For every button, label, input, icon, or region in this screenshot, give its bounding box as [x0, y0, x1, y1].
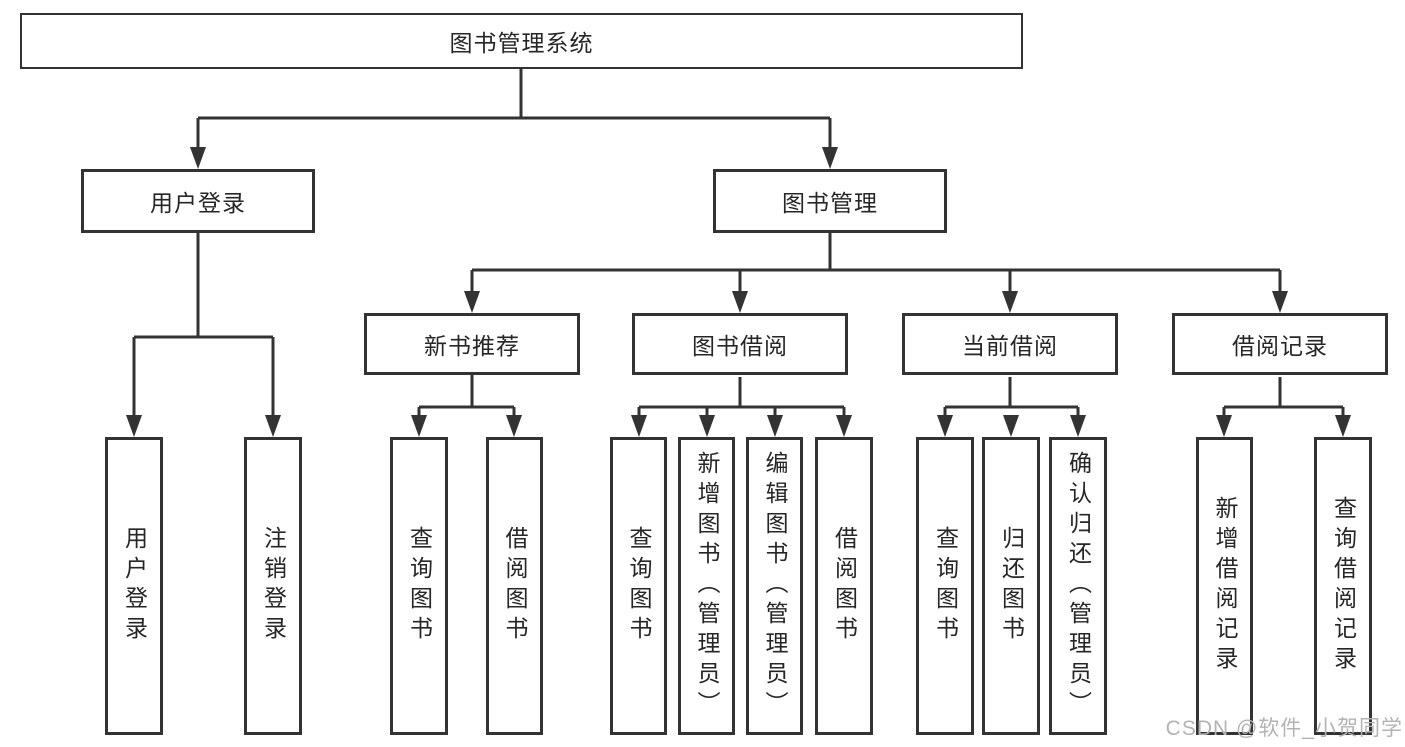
node-label: 注销登录 — [260, 526, 287, 646]
node-label: 图书管理 — [782, 190, 878, 216]
leaf-query-books-borrow: 查询图书 — [610, 437, 667, 735]
node-book-management: 图书管理 — [713, 169, 947, 233]
node-label: 用户登录 — [150, 190, 246, 216]
leaf-borrow-books-recommend: 借阅图书 — [486, 437, 543, 735]
node-label: 编辑图书（管理员） — [762, 451, 788, 721]
node-new-book-recommend: 新书推荐 — [364, 313, 580, 375]
node-label: 新书推荐 — [424, 333, 520, 359]
node-label: 查询图书 — [626, 526, 652, 646]
leaf-query-books-recommend: 查询图书 — [390, 437, 448, 735]
node-book-borrow: 图书借阅 — [632, 313, 848, 375]
node-label: 用户登录 — [121, 526, 148, 646]
leaf-confirm-return-admin: 确认归还（管理员） — [1049, 437, 1107, 735]
node-label: 借阅记录 — [1232, 333, 1328, 359]
node-library-management-system: 图书管理系统 — [20, 13, 1023, 69]
node-label: 图书借阅 — [692, 333, 788, 359]
node-label: 图书管理系统 — [449, 30, 594, 56]
node-label: 确认归还（管理员） — [1065, 451, 1092, 721]
leaf-return-book: 归还图书 — [982, 437, 1040, 735]
node-label: 归还图书 — [998, 526, 1025, 646]
node-current-borrow: 当前借阅 — [902, 313, 1118, 375]
node-label: 查询图书 — [406, 526, 433, 646]
leaf-borrow-books: 借阅图书 — [815, 437, 873, 735]
node-label: 借阅图书 — [831, 526, 858, 646]
node-label: 查询借阅记录 — [1330, 496, 1357, 676]
node-label: 借阅图书 — [502, 526, 528, 646]
node-label: 当前借阅 — [962, 333, 1058, 359]
leaf-logout: 注销登录 — [244, 437, 302, 735]
leaf-query-borrow-record: 查询借阅记录 — [1314, 437, 1372, 735]
node-label: 新增图书（管理员） — [694, 451, 720, 721]
csdn-watermark: CSDN @软件_小贺同学 — [1165, 717, 1403, 740]
node-borrow-records: 借阅记录 — [1172, 313, 1388, 375]
node-label: 查询图书 — [932, 526, 959, 646]
node-label: 新增借阅记录 — [1212, 496, 1238, 676]
leaf-user-login: 用户登录 — [105, 437, 163, 735]
leaf-query-books-current: 查询图书 — [916, 437, 974, 735]
leaf-add-book-admin: 新增图书（管理员） — [678, 437, 735, 735]
leaf-add-borrow-record: 新增借阅记录 — [1196, 437, 1253, 735]
node-user-login: 用户登录 — [81, 169, 315, 233]
leaf-edit-book-admin: 编辑图书（管理员） — [746, 437, 803, 735]
